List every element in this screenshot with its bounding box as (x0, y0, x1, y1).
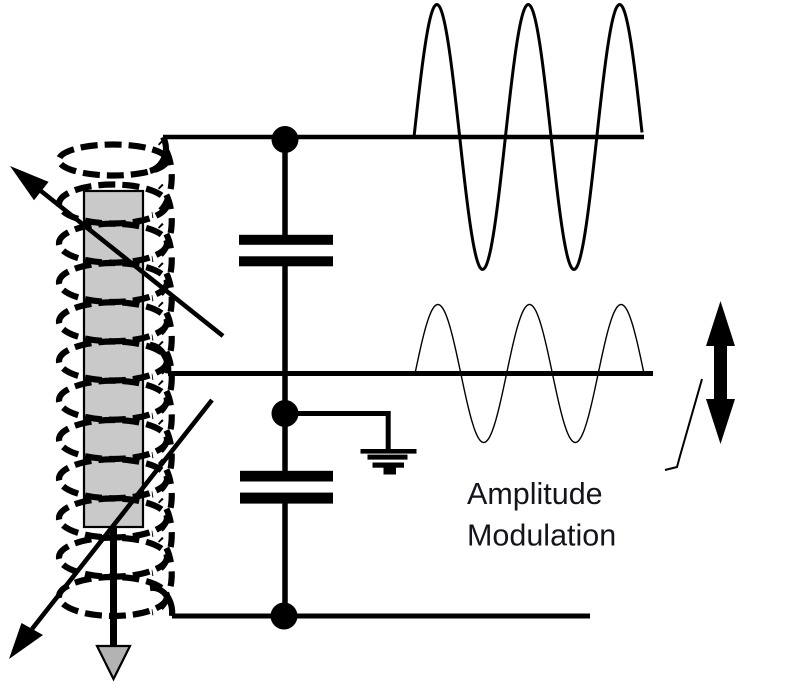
svg-text:Amplitude: Amplitude (467, 477, 603, 511)
svg-text:Modulation: Modulation (467, 519, 616, 553)
